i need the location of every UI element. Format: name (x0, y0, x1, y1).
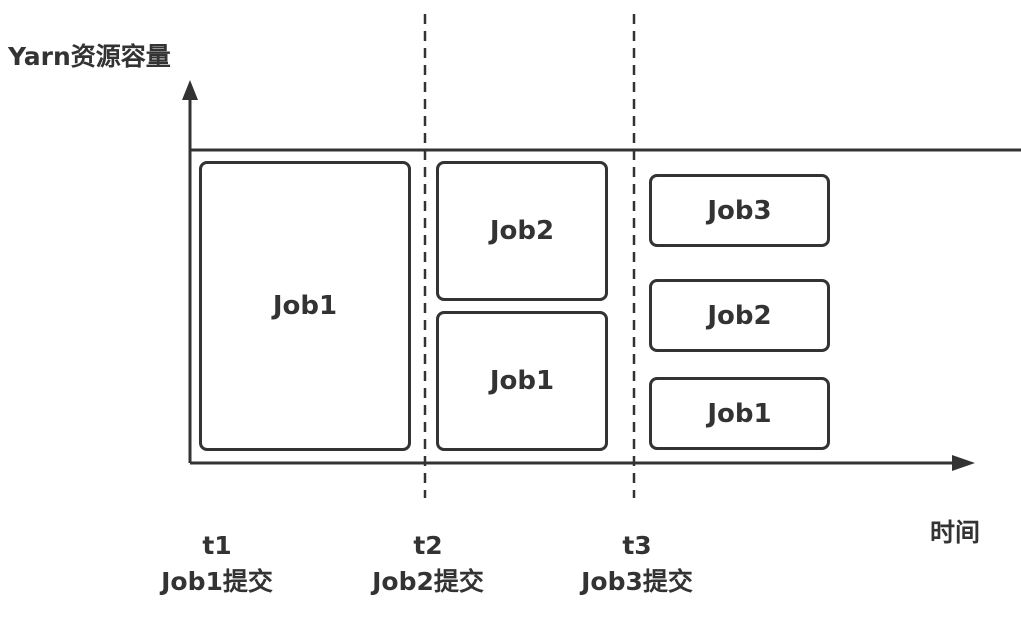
tick-t2: t2 Job2提交 (328, 528, 528, 600)
x-axis-title: 时间 (930, 518, 981, 547)
job-block-t2-job1: Job1 (436, 311, 608, 451)
job-label: Job2 (489, 216, 555, 246)
job-block-t3-job1: Job1 (649, 377, 830, 450)
y-axis-title: Yarn资源容量 (8, 42, 171, 71)
tick-t1: t1 Job1提交 (117, 528, 317, 600)
tick-event: Job2提交 (372, 567, 484, 596)
job-label: Job1 (707, 398, 772, 429)
job-block-t3-job2: Job2 (649, 279, 830, 352)
job-label: Job3 (707, 195, 772, 226)
x-axis-arrowhead (952, 455, 975, 471)
job-label: Job1 (272, 291, 338, 321)
tick-time: t1 (202, 531, 232, 560)
y-axis-arrowhead (182, 80, 198, 100)
job-block-t1-job1: Job1 (199, 161, 411, 451)
tick-time: t3 (622, 531, 652, 560)
tick-event: Job1提交 (161, 567, 273, 596)
tick-event: Job3提交 (581, 567, 693, 596)
tick-time: t2 (413, 531, 443, 560)
tick-t3: t3 Job3提交 (537, 528, 737, 600)
job-label: Job1 (489, 366, 555, 396)
job-label: Job2 (707, 300, 772, 331)
job-block-t2-job2: Job2 (436, 161, 608, 301)
job-block-t3-job3: Job3 (649, 174, 830, 247)
